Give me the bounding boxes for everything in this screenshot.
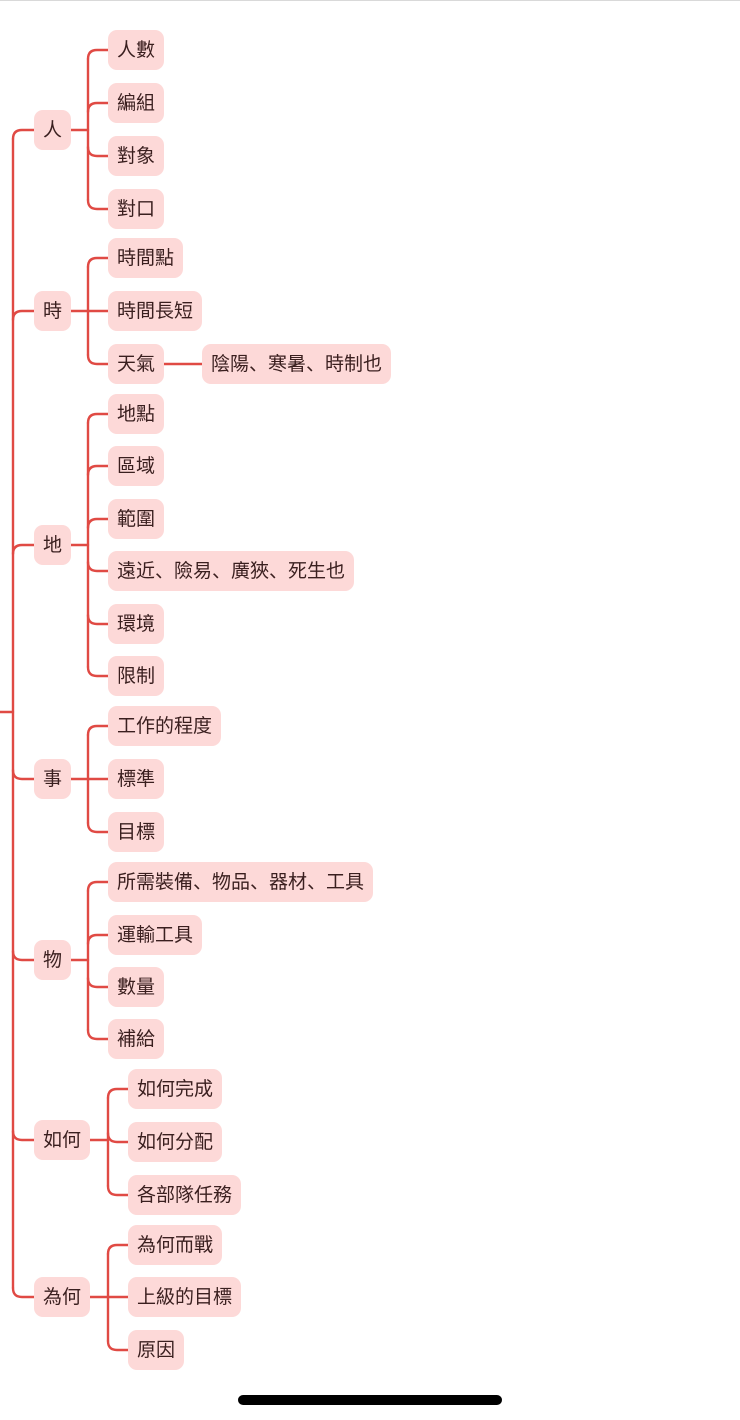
node-equipment[interactable]: 所需裝備、物品、器材、工具: [108, 862, 374, 902]
node-time-point[interactable]: 時間點: [108, 238, 184, 278]
node-how-complete[interactable]: 如何完成: [128, 1069, 223, 1109]
node-terrain-factors[interactable]: 遠近、險易、廣狹、死生也: [108, 551, 355, 591]
node-headcount[interactable]: 人數: [108, 30, 165, 70]
edge-level2-branch: [86, 198, 110, 211]
node-area[interactable]: 區域: [108, 446, 165, 486]
edge-level2-branch: [86, 464, 110, 477]
edge-level2-branch: [86, 256, 110, 269]
edge-level2-branch: [86, 821, 110, 834]
home-indicator: [238, 1395, 502, 1405]
edge-level2-branch: [86, 517, 110, 530]
node-quantity[interactable]: 數量: [108, 967, 165, 1007]
node-goal[interactable]: 目標: [108, 812, 165, 852]
edge-level2-branch: [86, 353, 110, 366]
edge-root-branch: [11, 1129, 36, 1142]
node-wu[interactable]: 物: [34, 940, 72, 980]
node-ruhe[interactable]: 如何: [34, 1120, 91, 1160]
node-environment[interactable]: 環境: [108, 604, 165, 644]
node-standard[interactable]: 標準: [108, 759, 165, 799]
edge-level2-branch: [106, 1243, 130, 1256]
edge-level2-branch: [86, 560, 110, 573]
node-range[interactable]: 範圍: [108, 499, 165, 539]
edge-root-branch: [11, 949, 36, 962]
edge-level2-branch: [86, 976, 110, 989]
node-transport[interactable]: 運輸工具: [108, 915, 203, 955]
edge-level2-branch: [86, 145, 110, 158]
edge-level2-branch: [86, 1028, 110, 1041]
node-weather-detail[interactable]: 陰陽、寒暑、時制也: [202, 344, 392, 384]
edge-level2-branch: [86, 880, 110, 893]
node-why-fight[interactable]: 為何而戰: [128, 1225, 223, 1265]
edge-level2-branch: [106, 1131, 130, 1144]
edge-level2-branch: [86, 48, 110, 61]
node-duration[interactable]: 時間長短: [108, 291, 203, 331]
node-shi-matter[interactable]: 事: [34, 759, 72, 799]
edge-level2-branch: [86, 724, 110, 737]
node-unit-tasks[interactable]: 各部隊任務: [128, 1175, 242, 1215]
node-supply[interactable]: 補給: [108, 1019, 165, 1059]
node-ren[interactable]: 人: [34, 110, 72, 150]
node-weihe[interactable]: 為何: [34, 1277, 91, 1317]
node-di[interactable]: 地: [34, 525, 72, 565]
node-reason[interactable]: 原因: [128, 1330, 185, 1370]
node-work-degree[interactable]: 工作的程度: [108, 706, 222, 746]
node-how-allocate[interactable]: 如何分配: [128, 1122, 223, 1162]
edge-level2-branch: [106, 1087, 130, 1100]
edge-root-branch: [11, 543, 36, 556]
edge-root-branch: [11, 309, 36, 322]
node-organization[interactable]: 編組: [108, 83, 165, 123]
top-divider: [0, 0, 740, 1]
edge-root-branch: [11, 1286, 36, 1299]
node-weather[interactable]: 天氣: [108, 344, 165, 384]
node-counterpart[interactable]: 對口: [108, 189, 165, 229]
node-shi-time[interactable]: 時: [34, 291, 72, 331]
edge-level2-branch: [86, 613, 110, 626]
node-target-party[interactable]: 對象: [108, 136, 165, 176]
edge-level2-branch: [86, 933, 110, 946]
edge-level2-branch: [86, 412, 110, 425]
node-superior-goal[interactable]: 上級的目標: [128, 1277, 242, 1317]
node-limits[interactable]: 限制: [108, 656, 165, 696]
edge-root-branch: [11, 768, 36, 781]
node-location[interactable]: 地點: [108, 394, 165, 434]
edge-level2-branch: [106, 1339, 130, 1352]
edge-level2-branch: [86, 665, 110, 678]
edge-level2-branch: [106, 1184, 130, 1197]
edge-root-branch: [11, 128, 36, 141]
edge-level2-branch: [86, 101, 110, 114]
